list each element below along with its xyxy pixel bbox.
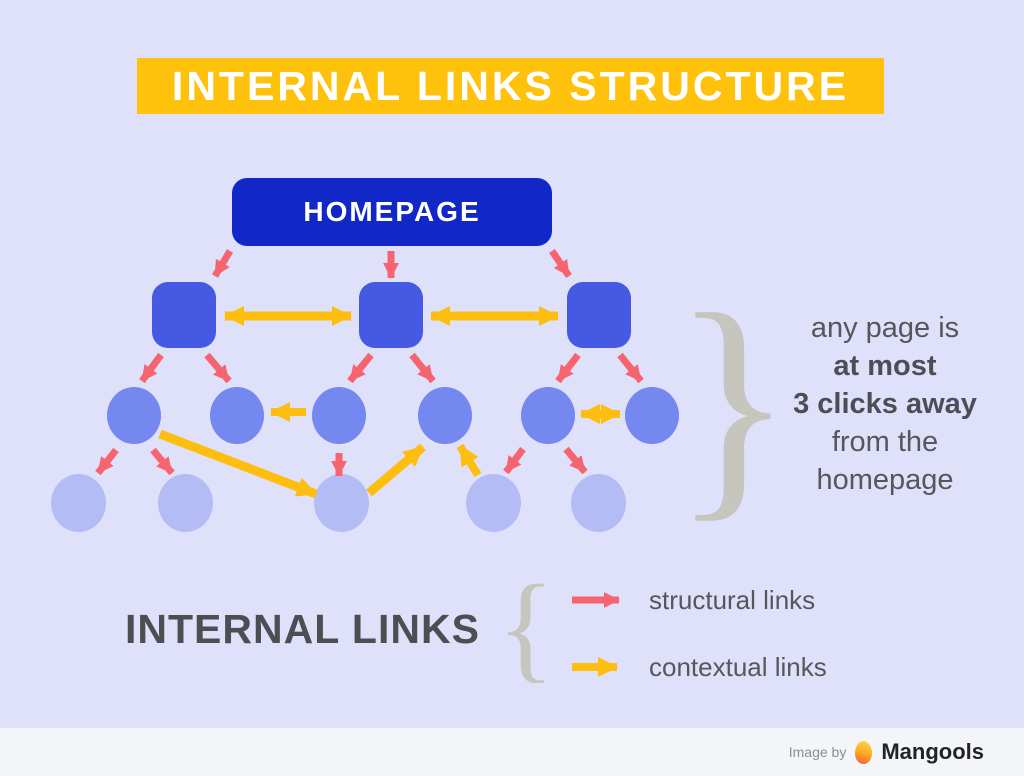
legend-label: structural links (649, 584, 816, 615)
footer-strip: Image by Mangools (0, 728, 1024, 776)
structural-link-arrow (563, 446, 588, 475)
annotation-line: at most (833, 350, 937, 382)
structural-link-arrow (503, 446, 526, 475)
deep-page-node (571, 474, 626, 532)
annotation-line: homepage (816, 464, 954, 496)
subpage-node (312, 387, 366, 444)
subpage-node (521, 387, 575, 444)
structural-link-arrow (204, 352, 232, 384)
brand-name: Mangools (881, 739, 984, 764)
homepage-label: HOMEPAGE (303, 196, 481, 227)
page-title: INTERNAL LINKS STRUCTURE (171, 62, 850, 109)
structural-link-arrow (549, 249, 572, 278)
mangools-logo-icon (855, 740, 873, 764)
legend-label: contextual links (649, 651, 827, 682)
legend-item-contextual: contextual links (569, 651, 827, 682)
legend-brace: { (497, 560, 555, 693)
structural-link-arrow (617, 352, 644, 384)
structural-link-arrow (347, 352, 374, 384)
annotation-line: any page is (810, 312, 960, 344)
legend-item-structural: structural links (569, 584, 816, 615)
contextual-link-arrow (366, 443, 426, 497)
category-node (567, 282, 631, 348)
contextual-link-arrow-icon (572, 657, 618, 677)
category-node (359, 282, 423, 348)
annotation-line: 3 clicks away (793, 388, 977, 420)
category-node (152, 282, 216, 348)
structural-link-arrow (555, 352, 581, 384)
contextual-link-arrow (456, 443, 482, 478)
structural-link-arrow (150, 447, 175, 476)
structural-link-arrow (211, 249, 234, 278)
homepage-node: HOMEPAGE (232, 178, 552, 246)
subpage-node (418, 387, 472, 444)
legend: { structural links contextual links (497, 567, 883, 692)
structural-link-arrow (139, 352, 164, 384)
depth-annotation: any page is at most 3 clicks away from t… (770, 309, 1000, 499)
deep-page-node (466, 474, 521, 532)
deep-page-node (158, 474, 213, 532)
right-brace: } (672, 262, 794, 542)
structural-link-arrow (409, 352, 436, 384)
subpage-node (625, 387, 679, 444)
annotation-line: from the (831, 426, 939, 458)
subpage-node (107, 387, 161, 444)
subpage-node (210, 387, 264, 444)
title-banner: INTERNAL LINKS STRUCTURE (137, 58, 884, 114)
deep-page-node (51, 474, 106, 532)
credit-label: Image by (788, 744, 847, 760)
structural-link-arrow-icon (572, 592, 620, 608)
legend-heading: INTERNAL LINKS (125, 606, 480, 652)
deep-page-node (314, 474, 369, 532)
structural-link-arrow (95, 447, 119, 476)
